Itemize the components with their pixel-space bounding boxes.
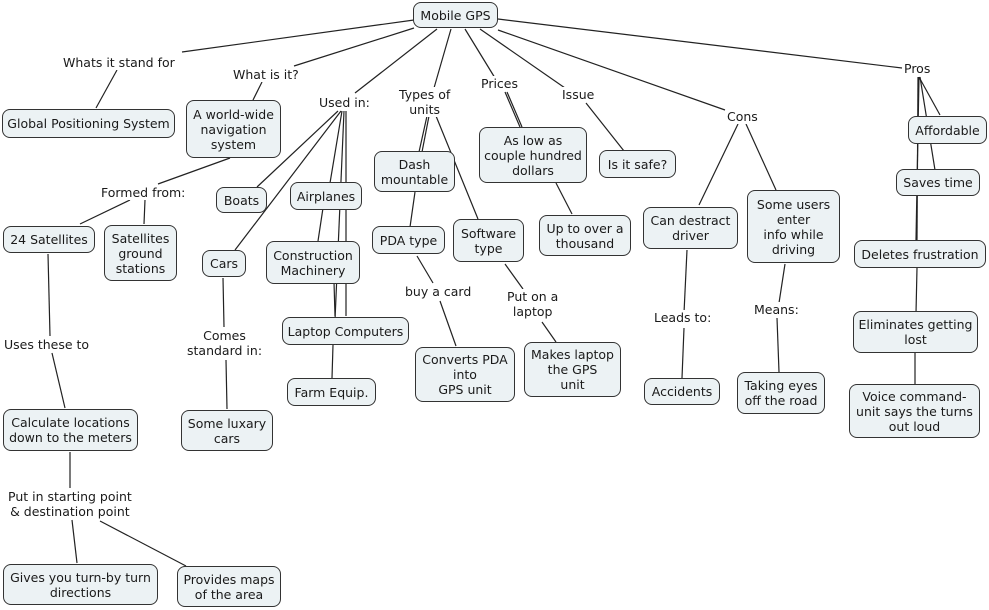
node-software-type[interactable]: Software type [453, 219, 524, 262]
link-buy-a-card: buy a card [404, 284, 473, 299]
node-construction-machinery[interactable]: Construction Machinery [266, 241, 360, 284]
node-provides-maps[interactable]: Provides maps of the area [177, 566, 281, 607]
link-what-is-it: What is it? [232, 67, 300, 82]
node-some-luxary-cars[interactable]: Some luxary cars [181, 410, 273, 451]
node-eliminates-getting-lost[interactable]: Eliminates getting lost [853, 311, 978, 353]
link-whats-it-stand-for: Whats it stand for [62, 55, 176, 70]
link-leads-to: Leads to: [653, 310, 713, 325]
node-airplanes[interactable]: Airplanes [290, 182, 362, 210]
node-deletes-frustration[interactable]: Deletes frustration [854, 240, 986, 268]
node-as-low-as[interactable]: As low as couple hundred dollars [479, 127, 587, 183]
node-world-wide-navigation[interactable]: A world-wide navigation system [186, 100, 281, 158]
node-can-destract-driver[interactable]: Can destract driver [643, 207, 738, 249]
link-formed-from: Formed from: [100, 185, 187, 200]
node-accidents[interactable]: Accidents [644, 378, 720, 405]
node-cars[interactable]: Cars [202, 250, 246, 277]
node-up-to-over-a-thousand[interactable]: Up to over a thousand [539, 215, 631, 256]
link-pros: Pros [903, 61, 932, 76]
link-means: Means: [753, 302, 800, 317]
link-uses-these-to: Uses these to [3, 337, 91, 352]
node-makes-laptop-gps[interactable]: Makes laptop the GPS unit [524, 342, 621, 397]
node-satellites-ground-stations[interactable]: Satellites ground stations [104, 225, 177, 281]
node-boats[interactable]: Boats [216, 187, 267, 213]
link-put-in-starting-point: Put in starting point & destination poin… [7, 489, 133, 519]
node-24-satellites[interactable]: 24 Satellites [3, 226, 95, 253]
link-put-on-a-laptop: Put on a laptop [506, 289, 560, 319]
node-taking-eyes-off-road[interactable]: Taking eyes off the road [737, 372, 825, 414]
link-types-of-units: Types of units [398, 87, 452, 117]
node-saves-time[interactable]: Saves time [896, 169, 980, 196]
node-global-positioning-system[interactable]: Global Positioning System [2, 109, 175, 138]
node-converts-pda[interactable]: Converts PDA into GPS unit [415, 347, 515, 402]
root-node-mobile-gps[interactable]: Mobile GPS [413, 2, 498, 28]
node-affordable[interactable]: Affordable [908, 116, 987, 144]
node-calculate-locations[interactable]: Calculate locations down to the meters [3, 409, 138, 451]
link-used-in: Used in: [318, 95, 371, 110]
link-prices: Prices [480, 76, 520, 91]
link-cons: Cons [726, 109, 759, 124]
node-dash-mountable[interactable]: Dash mountable [374, 151, 455, 192]
node-voice-command[interactable]: Voice command- unit says the turns out l… [849, 384, 980, 438]
node-laptop-computers[interactable]: Laptop Computers [282, 317, 409, 345]
link-issue: Issue [561, 87, 596, 102]
node-farm-equip[interactable]: Farm Equip. [287, 378, 376, 406]
node-some-users-enter-info[interactable]: Some users enter info while driving [747, 190, 840, 263]
node-turn-by-turn[interactable]: Gives you turn-by turn directions [3, 564, 158, 605]
link-comes-standard-in: Comes standard in: [186, 328, 264, 358]
node-pda-type[interactable]: PDA type [372, 226, 445, 254]
node-is-it-safe[interactable]: Is it safe? [599, 150, 676, 178]
